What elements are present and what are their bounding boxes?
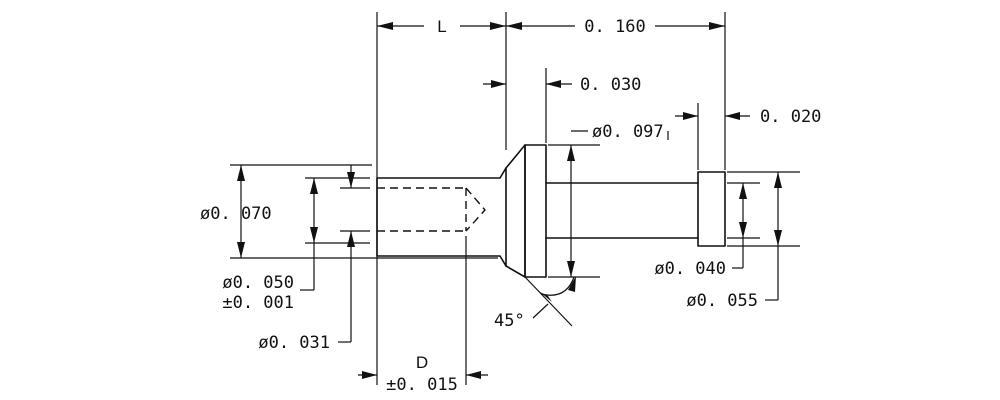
label-tol-0015: ±0. 015: [386, 375, 458, 395]
extension-lines: [230, 12, 800, 385]
label-dia-0050: ø0. 050: [222, 273, 294, 293]
left-body: [376, 167, 507, 267]
dim-diameter-0070: ø0. 070: [200, 165, 272, 258]
dim-length-L: L: [377, 17, 506, 36]
label-dia-0055: ø0. 055: [686, 291, 758, 311]
dim-diameter-0031: ø0. 031: [258, 165, 355, 353]
end-collar: [697, 171, 726, 247]
dim-diameter-0050: ø0. 050 ±0. 001: [222, 178, 318, 313]
label-dia-0097: ø0. 097: [592, 122, 664, 142]
label-L: L: [437, 17, 446, 36]
hidden-bore: [377, 187, 486, 232]
label-0160: 0. 160: [584, 17, 645, 37]
label-dia-0031: ø0. 031: [258, 333, 330, 353]
label-D: D: [416, 353, 428, 372]
label-dia-0070: ø0. 070: [200, 204, 272, 224]
head-chamfer: [505, 144, 526, 278]
label-angle-45: 45°: [494, 311, 525, 331]
dim-diameter-0040: ø0. 040: [654, 183, 747, 279]
dim-diameter-0097: ø0. 097: [567, 122, 669, 277]
dim-diameter-0055: ø0. 055: [686, 172, 782, 311]
part-outline: [376, 144, 726, 278]
dim-angle-45: 45°: [494, 276, 576, 331]
label-0020: 0. 020: [760, 107, 821, 127]
dim-length-0160: 0. 160: [506, 17, 725, 37]
label-dia-0040: ø0. 040: [654, 259, 726, 279]
label-0030: 0. 030: [580, 75, 641, 95]
dim-length-0030: 0. 030: [483, 75, 641, 95]
dim-length-0020: 0. 020: [675, 107, 821, 127]
label-tol-0001: ±0. 001: [222, 293, 294, 313]
dim-depth-D: D ±0. 015: [358, 353, 488, 395]
head-flange: [524, 144, 547, 278]
